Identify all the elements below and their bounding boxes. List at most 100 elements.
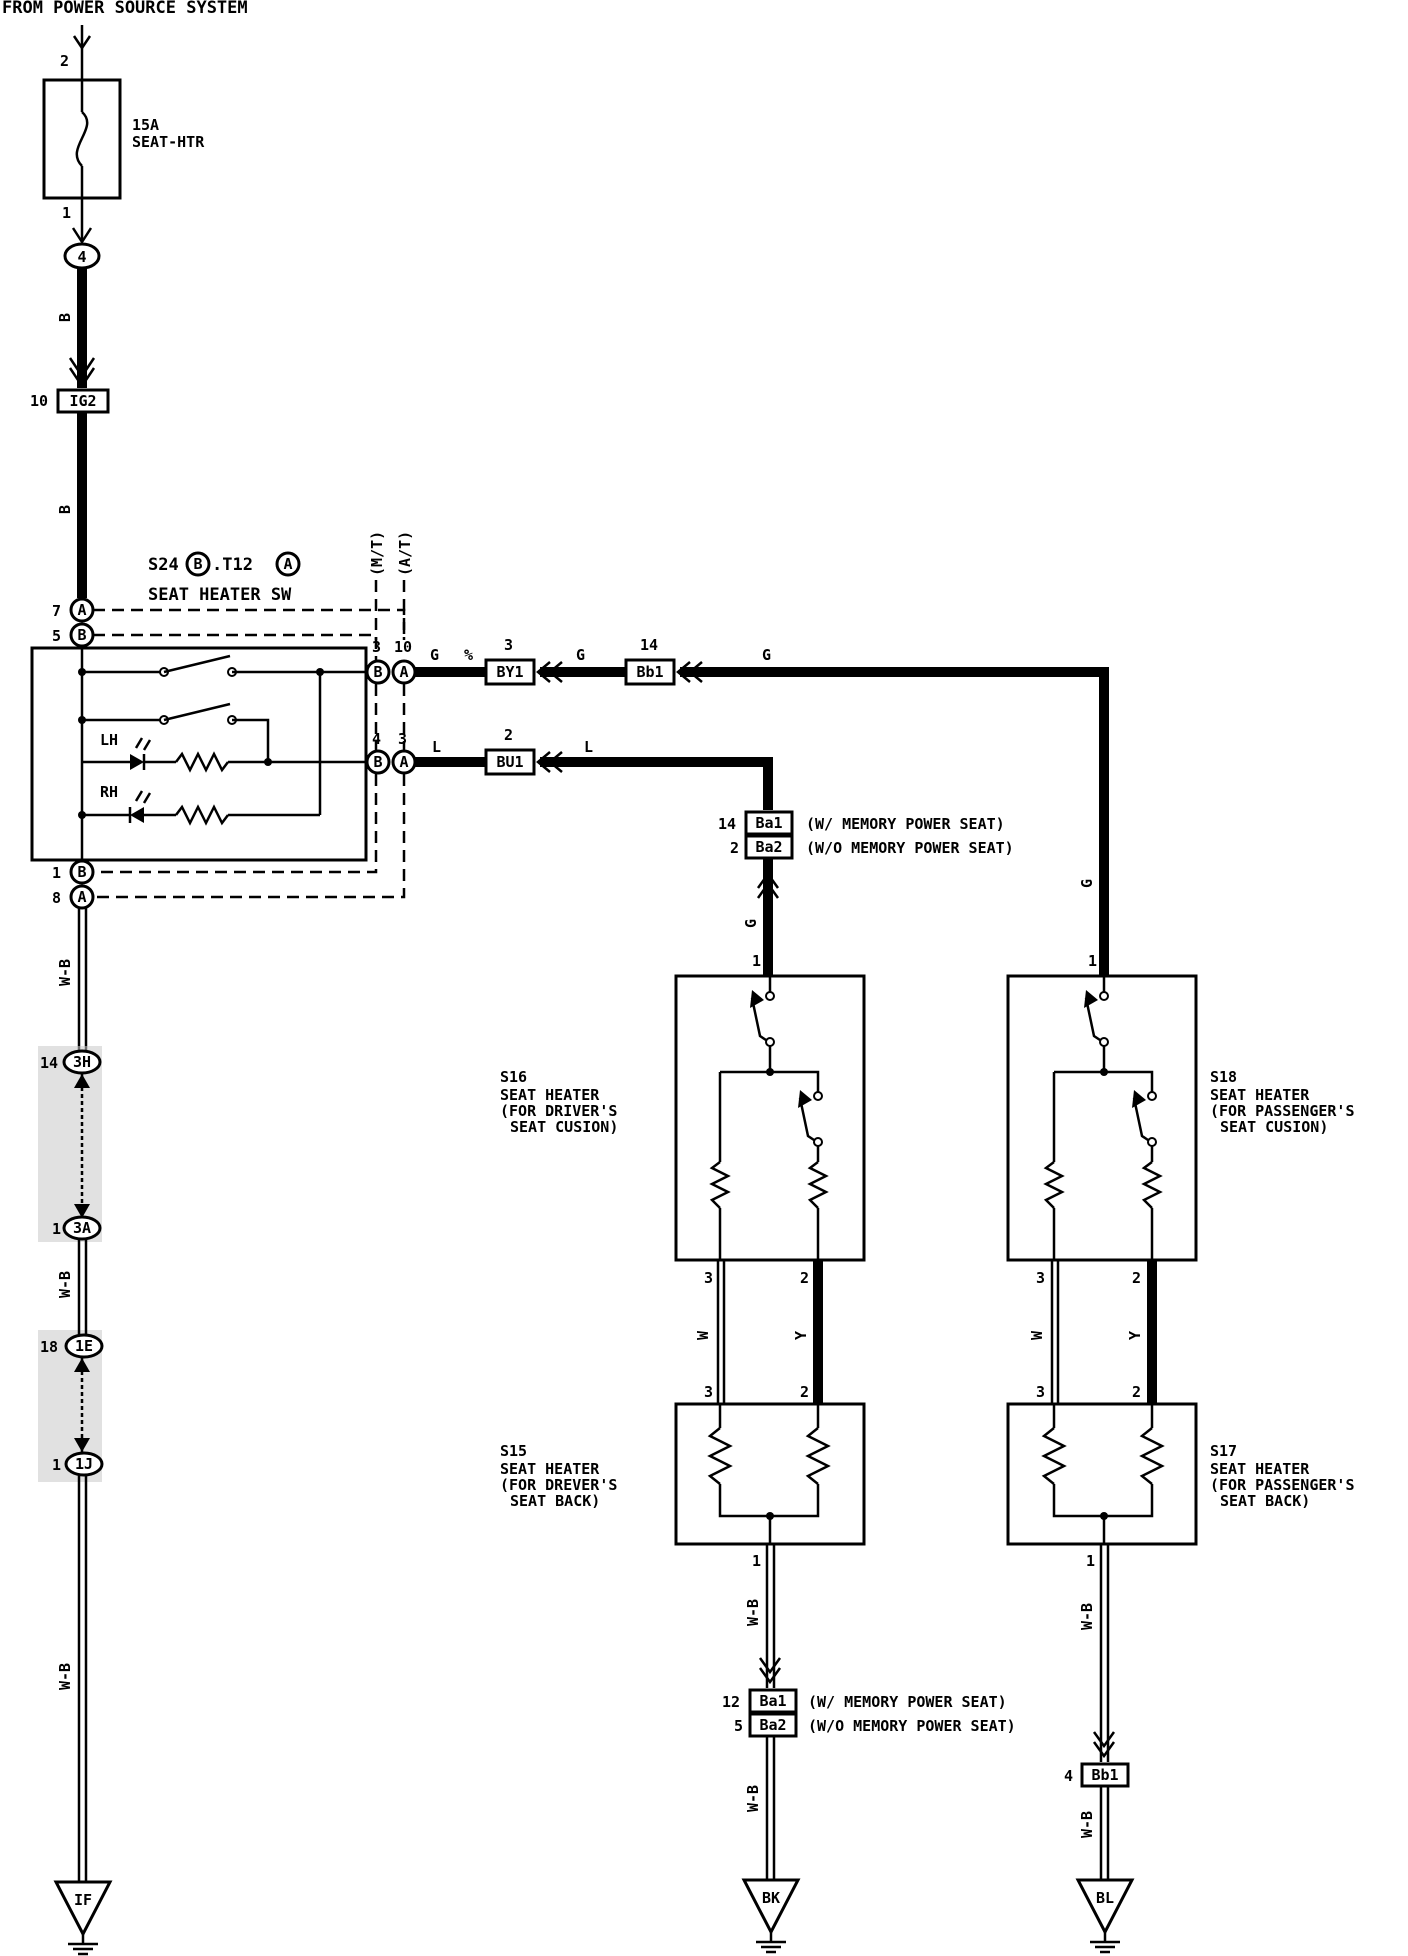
svg-text:8: 8	[52, 889, 61, 907]
connector-1j: 1J	[64, 1451, 104, 1477]
heater-s18	[1006, 974, 1198, 1262]
svg-text:2: 2	[1132, 1383, 1141, 1401]
wire-label-l-1: L	[432, 738, 441, 756]
heater-s17	[1006, 1402, 1198, 1546]
svg-text:1: 1	[752, 1552, 761, 1570]
svg-text:7: 7	[52, 602, 61, 620]
s15-internal	[707, 1404, 831, 1544]
switch-conn-b-circle	[185, 551, 211, 577]
connector-by1: BY1	[484, 658, 536, 686]
switch-pin-8	[69, 884, 95, 910]
ground-if	[53, 1880, 113, 1956]
svg-text:Bb1: Bb1	[636, 663, 663, 681]
svg-text:3: 3	[398, 730, 407, 748]
s15-l2: (FOR DREVER'S	[500, 1476, 617, 1494]
s18-code: S18	[1210, 1068, 1237, 1086]
svg-text:B: B	[373, 663, 382, 681]
wire-label-w-1: W	[694, 1330, 712, 1340]
wire-label-g-2: G	[576, 646, 585, 664]
svg-text:A: A	[283, 555, 292, 573]
switch-name: SEAT HEATER SW	[148, 585, 292, 605]
svg-text:10: 10	[394, 638, 412, 656]
ba1-bot-note: (W/ MEMORY POWER SEAT)	[808, 1693, 1007, 1711]
svg-text:2: 2	[800, 1383, 809, 1401]
ground-bk	[741, 1878, 801, 1954]
wire-label-y-1: Y	[792, 1331, 810, 1340]
wire-label-g-3: G	[762, 646, 771, 664]
svg-text:BY1: BY1	[496, 663, 523, 681]
wire-label-pct: %	[464, 646, 473, 664]
by1-pin: 3	[504, 636, 513, 654]
ba2-bot-note: (W/O MEMORY POWER SEAT)	[808, 1717, 1016, 1735]
svg-text:Bb1: Bb1	[1091, 1766, 1118, 1784]
ba2-bot-pin: 5	[734, 1717, 743, 1735]
arrow-ig2	[68, 367, 96, 389]
connector-3a: 3A	[62, 1215, 102, 1241]
svg-text:1: 1	[752, 952, 761, 970]
svg-text:B: B	[77, 626, 86, 644]
svg-text:Ba2: Ba2	[755, 838, 782, 856]
svg-text:Ba2: Ba2	[759, 1716, 786, 1734]
s15-l1: SEAT HEATER	[500, 1460, 600, 1478]
switch-title: S24	[148, 555, 179, 575]
svg-text:1E: 1E	[75, 1337, 93, 1355]
wire-label-g-5: G	[742, 919, 760, 928]
wire-l-2	[540, 757, 773, 810]
svg-text:1: 1	[52, 864, 61, 882]
bu1-pin: 2	[504, 726, 513, 744]
svg-text:BU1: BU1	[496, 753, 523, 771]
c1j-pin: 1	[52, 1456, 61, 1474]
svg-text:3: 3	[372, 638, 381, 656]
source-label: FROM POWER SOURCE SYSTEM	[2, 0, 248, 18]
s15-code: S15	[500, 1442, 527, 1460]
fuse-rating: 15A	[132, 116, 159, 134]
ground-if-label: IF	[74, 1891, 92, 1909]
connector-1e: 1E	[64, 1333, 104, 1359]
ground-bl-label: BL	[1096, 1889, 1114, 1907]
wire-label-wb-3: W-B	[56, 1663, 74, 1690]
c3h-pin: 14	[40, 1054, 58, 1072]
ground-bk-label: BK	[762, 1889, 780, 1907]
svg-text:B: B	[77, 863, 86, 881]
s17-internal	[1041, 1404, 1165, 1544]
svg-text:1: 1	[1088, 952, 1097, 970]
wire-fuse-to-c4	[71, 198, 93, 245]
bb1-bot-pin: 4	[1064, 1767, 1073, 1785]
svg-text:3A: 3A	[73, 1219, 91, 1237]
svg-text:2: 2	[1132, 1269, 1141, 1287]
connector-3h: 3H	[62, 1049, 102, 1075]
label-mt: (M/T)	[368, 531, 386, 576]
svg-text:3: 3	[704, 1269, 713, 1287]
svg-text:B: B	[373, 753, 382, 771]
switch-rh: RH	[100, 783, 118, 801]
wire-label-wb-1: W-B	[56, 959, 74, 986]
s17-l3: SEAT BACK)	[1220, 1492, 1310, 1510]
ba2-top-pin: 2	[730, 839, 739, 857]
fuse-pin-top: 2	[60, 52, 69, 70]
switch-sep: .T12	[212, 555, 253, 575]
connector-ig2: IG2	[56, 388, 110, 414]
svg-text:3: 3	[1036, 1383, 1045, 1401]
svg-text:4: 4	[77, 248, 86, 266]
connector-4: 4	[63, 242, 101, 270]
connector-ba2-top: Ba2	[744, 834, 794, 860]
s18-l1: SEAT HEATER	[1210, 1086, 1310, 1104]
wire-label-wb-6: W-B	[1078, 1603, 1096, 1630]
s17-l1: SEAT HEATER	[1210, 1460, 1310, 1478]
wire-label-g-4: G	[1078, 879, 1096, 888]
connector-bb1-top: Bb1	[624, 658, 676, 686]
ig2-pin: 10	[30, 392, 48, 410]
s18-internal	[1043, 976, 1163, 1260]
connector-ba2-bot: Ba2	[748, 1712, 798, 1738]
wire-w-driver	[716, 1260, 726, 1404]
wire-wb-passenger	[1092, 1544, 1116, 1762]
wire-label-l-2: L	[584, 738, 593, 756]
wire-g-3	[680, 667, 1109, 976]
connector-ba1-top: Ba1	[744, 810, 794, 836]
label-at: (A/T)	[396, 531, 414, 576]
switch-pin-4b	[365, 749, 391, 775]
heater-s16	[674, 974, 866, 1262]
switch-pin-1	[69, 859, 95, 885]
svg-text:5: 5	[52, 627, 61, 645]
switch-pin-3b	[365, 659, 391, 685]
